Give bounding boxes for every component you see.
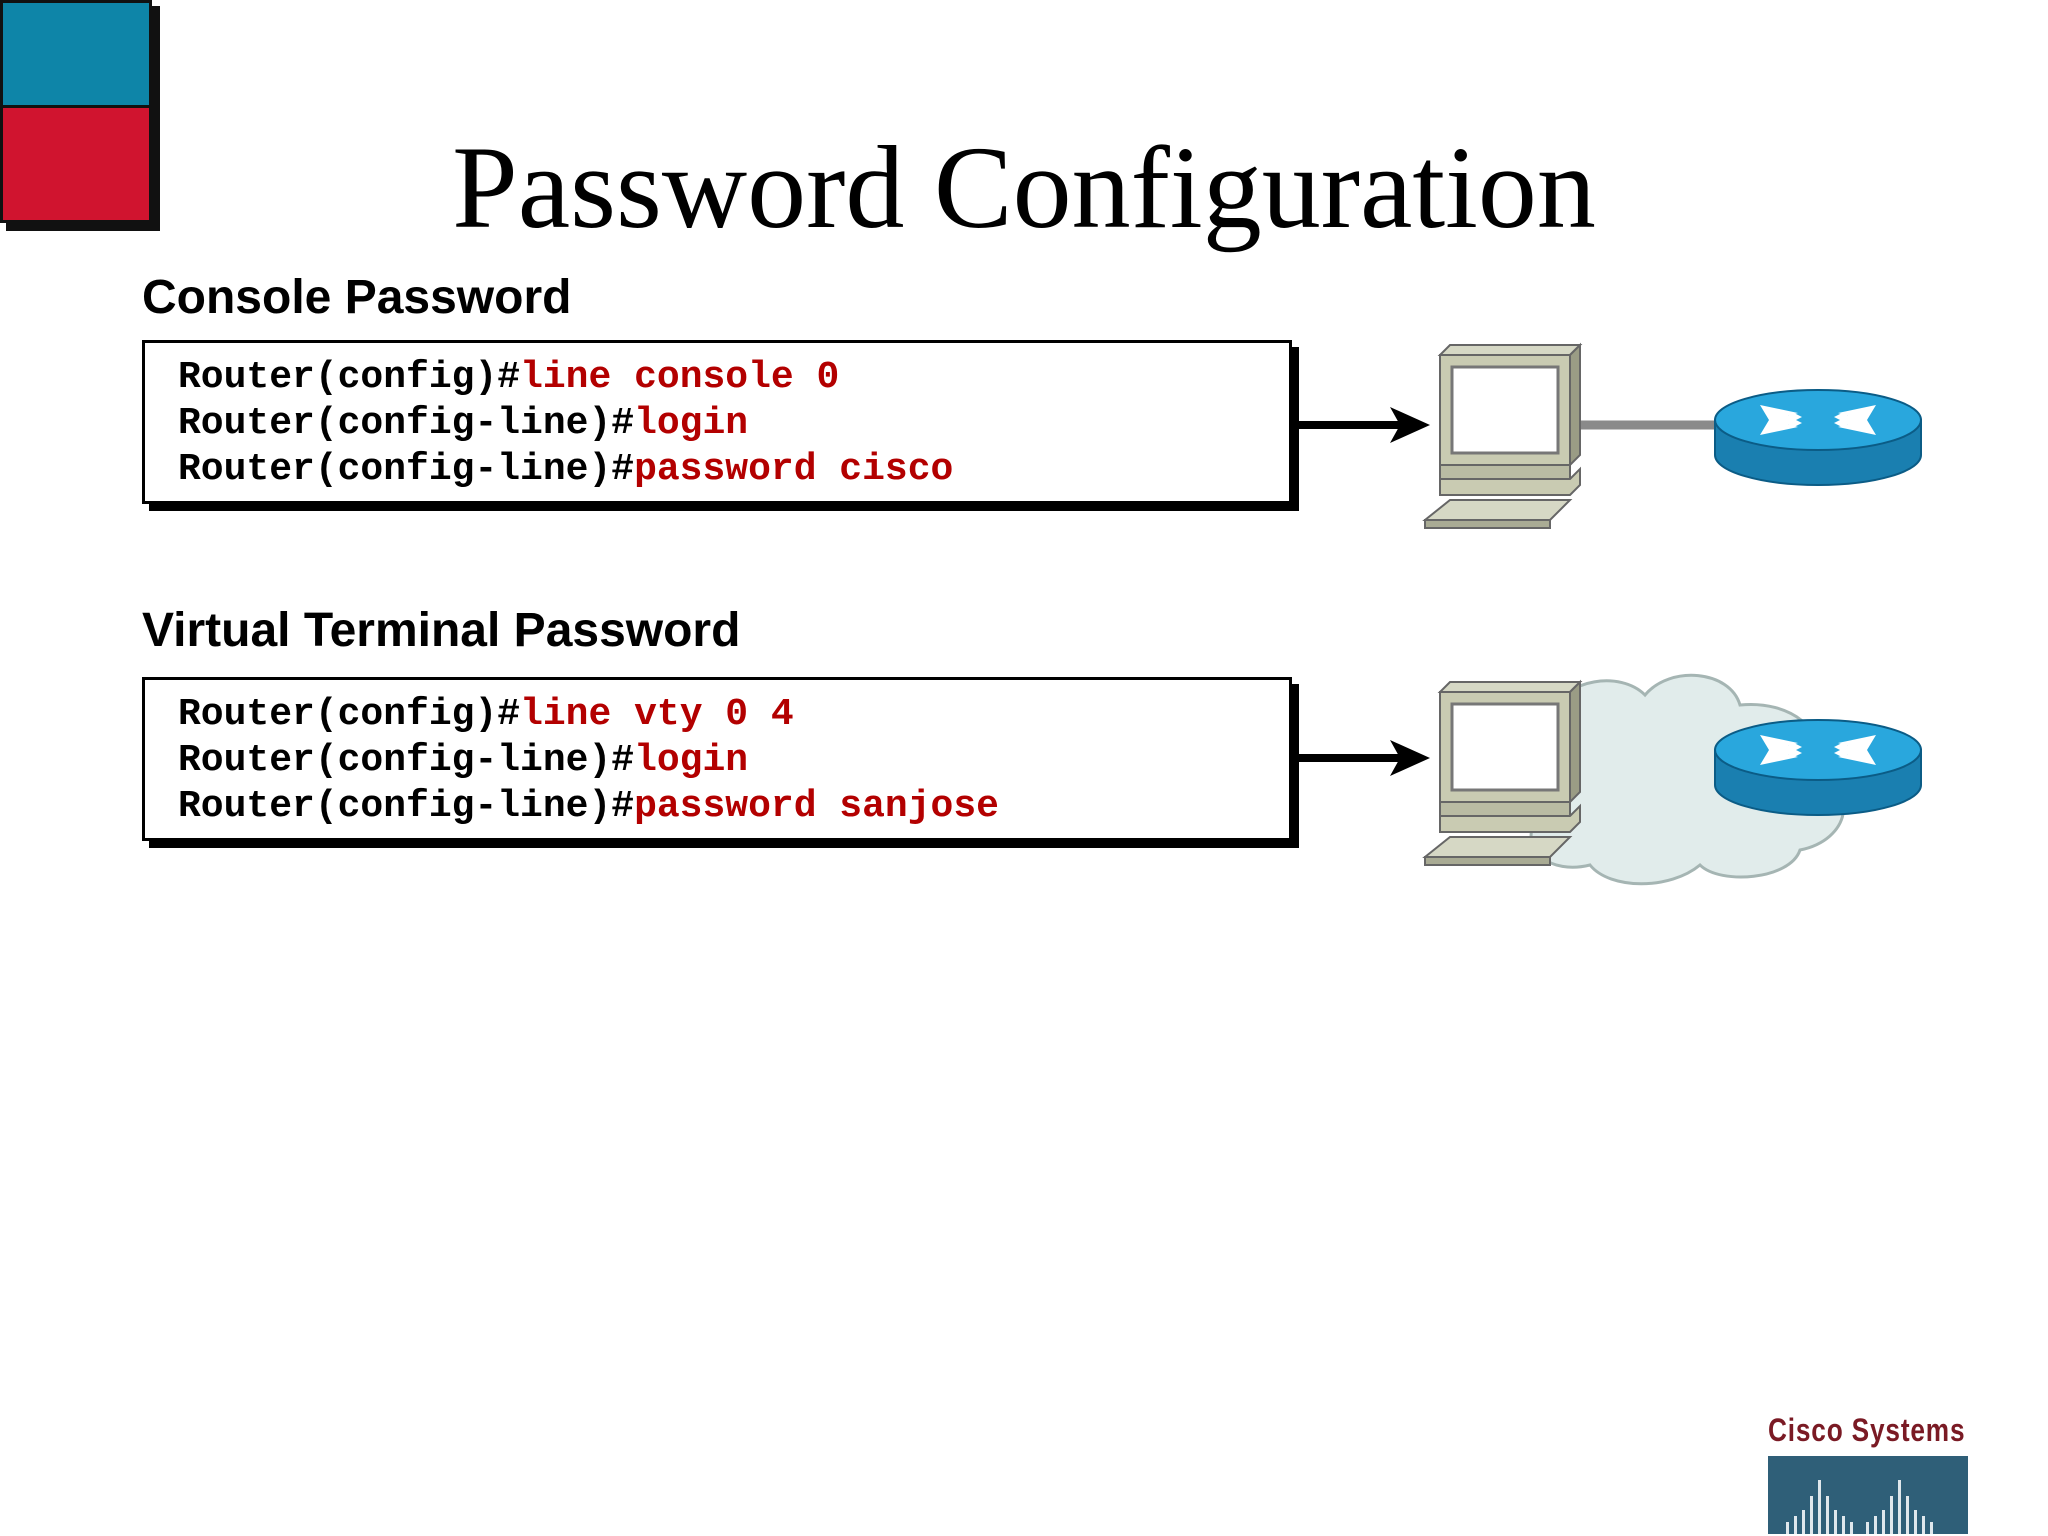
router-icon — [1714, 389, 1922, 486]
corner-shadow-bottom — [6, 223, 160, 231]
console-heading: Console Password — [142, 271, 572, 324]
code-line: Router(config-line)#login — [178, 738, 1289, 784]
router-icon — [1714, 719, 1922, 816]
corner-logo — [0, 0, 160, 232]
command: login — [634, 402, 749, 445]
computer-icon — [1422, 679, 1583, 866]
command: password cisco — [634, 448, 954, 491]
prompt: Router(config)# — [178, 693, 521, 736]
prompt: Router(config-line)# — [178, 739, 635, 782]
vty-heading: Virtual Terminal Password — [142, 604, 741, 657]
corner-blue-block — [0, 0, 152, 108]
command: login — [634, 739, 749, 782]
page-title: Password Configuration — [452, 122, 1596, 253]
corner-shadow — [152, 6, 160, 231]
prompt: Router(config-line)# — [178, 785, 635, 828]
console-diagram — [1290, 325, 1950, 555]
vty-code-box: Router(config)#line vty 0 4 Router(confi… — [142, 677, 1292, 841]
cisco-logo: Cisco Systems — [1768, 1410, 1968, 1534]
command: password sanjose — [634, 785, 999, 828]
command: line vty 0 4 — [520, 693, 794, 736]
computer-icon — [1422, 342, 1583, 529]
prompt: Router(config-line)# — [178, 448, 635, 491]
prompt: Router(config)# — [178, 356, 521, 399]
cisco-bars-icon — [1768, 1456, 1968, 1534]
prompt: Router(config-line)# — [178, 402, 635, 445]
vty-diagram — [1290, 660, 1950, 890]
arrow-icon — [1292, 740, 1430, 776]
console-code-box: Router(config)#line console 0 Router(con… — [142, 340, 1292, 504]
code-line: Router(config)#line console 0 — [178, 355, 1289, 401]
cisco-logo-text: Cisco Systems — [1768, 1412, 1966, 1448]
code-line: Router(config-line)#password sanjose — [178, 784, 1289, 830]
code-line: Router(config)#line vty 0 4 — [178, 692, 1289, 738]
command: line console 0 — [520, 356, 840, 399]
code-line: Router(config-line)#login — [178, 401, 1289, 447]
code-line: Router(config-line)#password cisco — [178, 447, 1289, 493]
corner-red-block — [0, 108, 152, 223]
arrow-icon — [1292, 407, 1430, 443]
